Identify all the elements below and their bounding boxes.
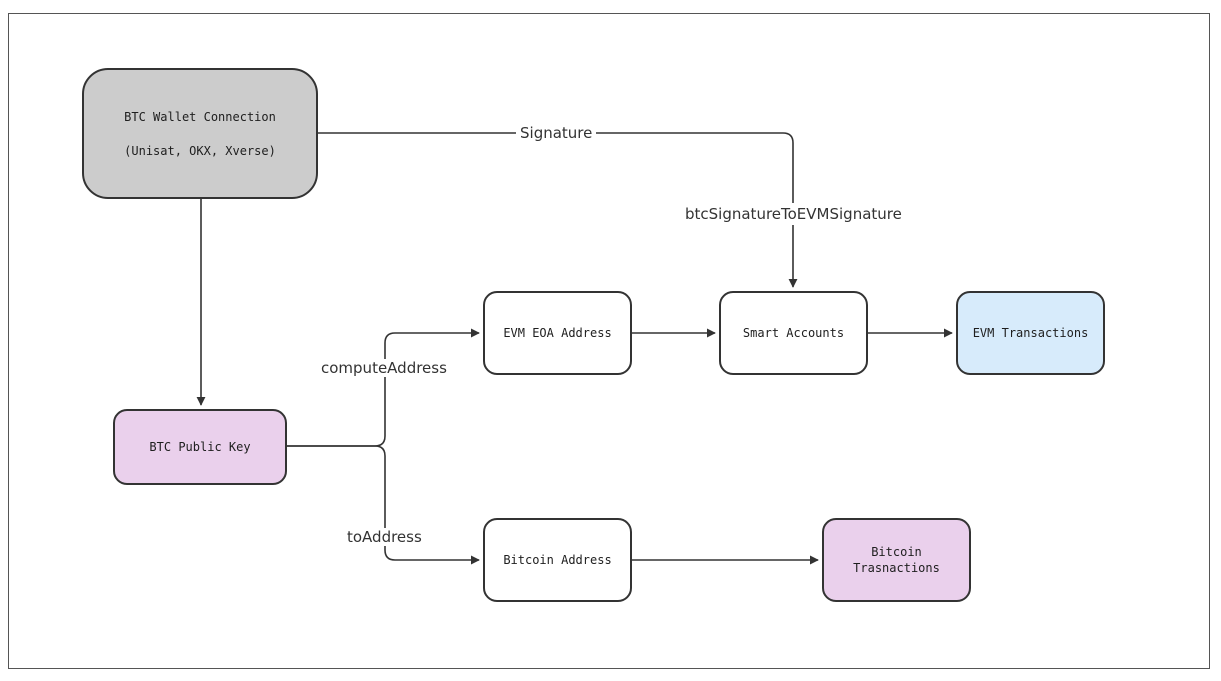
edge-signature [318,132,798,288]
wallet-node-subtitle: (Unisat, OKX, Xverse) [124,143,276,158]
evm-transactions-node: EVM Transactions [956,291,1105,375]
evm-eoa-address-node: EVM EOA Address [483,291,632,375]
edge-to-address [287,445,480,565]
btc-public-key-label: BTC Public Key [149,440,251,454]
smart-accounts-node: Smart Accounts [719,291,868,375]
bitcoin-address-label: Bitcoin Address [503,553,612,567]
edge-compute-address [287,328,480,447]
bitcoin-transactions-label-line2: Trasnactions [853,561,940,575]
bitcoin-transactions-label-line1: Bitcoin [871,545,922,559]
btc-wallet-connection-node: BTC Wallet Connection (Unisat, OKX, Xver… [82,68,318,199]
evm-transactions-label: EVM Transactions [972,326,1089,340]
signature-edge-label: Signature [516,124,597,142]
btc-signature-to-evm-signature-edge-label: btcSignatureToEVMSignature [683,203,904,225]
btc-public-key-node: BTC Public Key [113,409,287,485]
evm-eoa-address-label: EVM EOA Address [503,326,612,340]
wallet-node-title: BTC Wallet Connection [124,109,276,124]
to-address-edge-label: toAddress [345,528,424,546]
bitcoin-address-node: Bitcoin Address [483,518,632,602]
bitcoin-transactions-node: Bitcoin Trasnactions [822,518,971,602]
compute-address-edge-label: computeAddress [318,359,450,377]
smart-accounts-label: Smart Accounts [742,326,845,340]
